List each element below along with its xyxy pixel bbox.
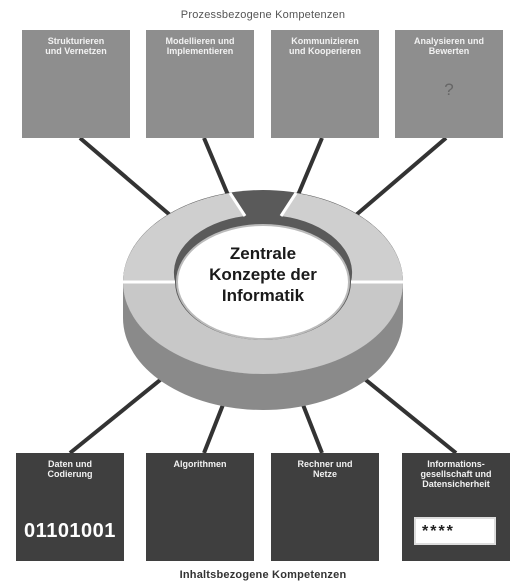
ring-side <box>123 282 403 410</box>
connector-line <box>296 137 324 196</box>
box-analysieren: Analysieren und Bewerten ? <box>395 30 503 138</box>
box-kommunizieren: Kommunizieren und Kooperieren <box>271 30 379 138</box>
question-mark: ? <box>444 80 454 99</box>
box-strukturieren: Strukturieren und Vernetzen <box>22 30 130 138</box>
box-rechner: Rechner und Netze <box>271 453 379 561</box>
box-algorithmen: Algorithmen <box>146 453 254 561</box>
password-icon: **** <box>414 517 496 545</box>
center-disc <box>176 224 350 340</box>
box-daten: Daten und Codierung 01101001 <box>16 453 124 561</box>
center-label: Zentrale Konzepte der Informatik <box>209 244 317 305</box>
connector-line <box>202 137 230 196</box>
connector-line <box>354 370 458 455</box>
box-modellieren: Modellieren und Implementieren <box>146 30 254 138</box>
ring-segment-light <box>281 193 403 282</box>
box-title: Strukturieren und Vernetzen <box>45 36 107 56</box>
bottom-header: Inhaltsbezogene Kompetenzen <box>179 569 347 581</box>
ring-segment-light-bottom <box>123 282 403 374</box>
box-title: Kommunizieren und Kooperieren <box>288 36 361 56</box>
box-title: Daten und Codierung <box>47 459 93 479</box>
ring-segment-light <box>123 193 245 282</box>
box-title: Analysieren und Bewerten <box>413 36 485 56</box>
connector-line <box>354 136 448 217</box>
box-title: Rechner und Netze <box>297 459 353 479</box>
binary-icon: 01101001 <box>24 520 116 542</box>
top-header: Prozessbezogene Kompetenzen <box>180 9 346 21</box>
box-informationsgesellschaft: Informations- gesellschaft und Datensich… <box>402 453 510 561</box>
box-title: Modellieren und Implementieren <box>165 36 235 56</box>
box-title: Informations- gesellschaft und Datensich… <box>420 459 492 489</box>
connector-line <box>68 370 172 455</box>
box-title: Algorithmen <box>173 459 227 469</box>
connector-line <box>78 136 172 217</box>
